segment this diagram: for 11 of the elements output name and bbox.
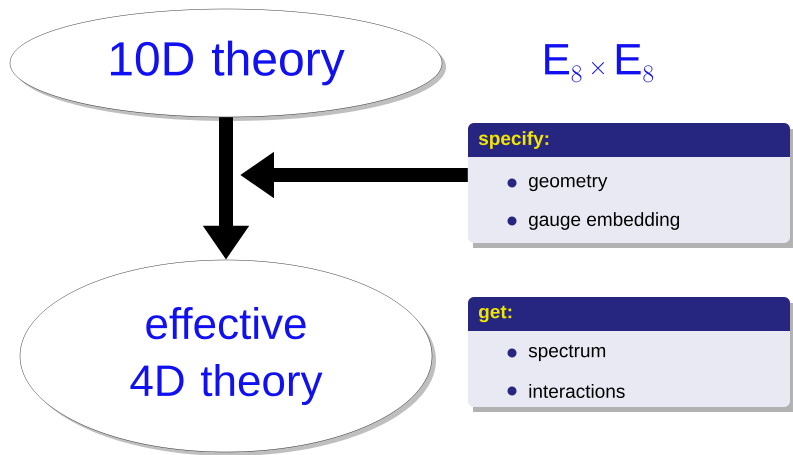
ellipse-node: effective 4D theory	[20, 260, 436, 455]
block-title: get:	[478, 306, 512, 322]
list-item: gauge embedding	[529, 212, 680, 230]
list-item: geometry	[529, 174, 608, 192]
block-box	[468, 123, 793, 248]
formula-label: $\mathrm{E}_8 \times \mathrm{E}_8$	[545, 44, 654, 82]
ellipse-node: 10D theory	[10, 8, 446, 121]
list-item: spectrum	[528, 344, 606, 362]
list-item: interactions	[529, 384, 625, 398]
block-box	[468, 297, 793, 412]
block-title: specify:	[478, 131, 548, 149]
